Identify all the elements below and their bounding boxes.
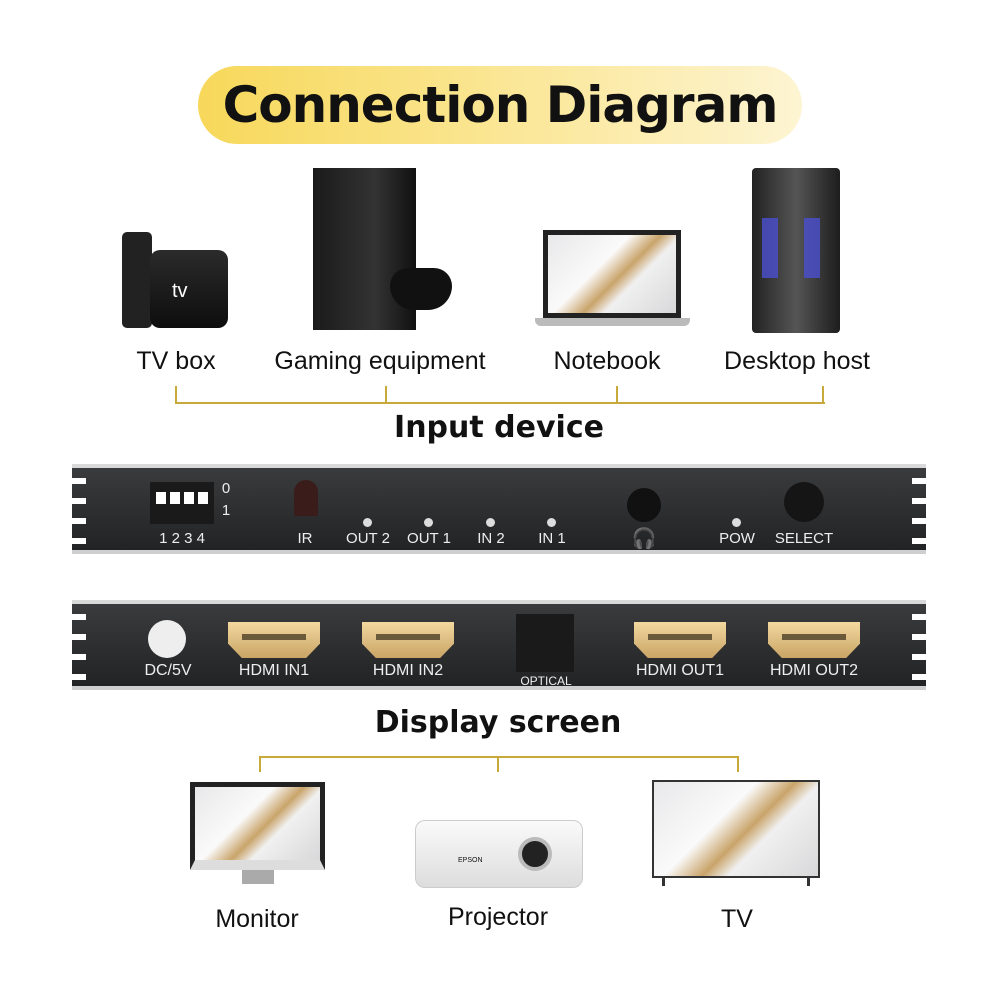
device-label-tv-box: TV box <box>136 347 216 375</box>
output-connector-line <box>259 756 739 758</box>
device-label-projector: Projector <box>447 903 549 931</box>
front-panel: 0 1 1 2 3 4 IR OUT 2 OUT 1 IN 2 IN 1 🎧 P… <box>72 464 926 554</box>
tv-icon <box>652 780 820 888</box>
port-hdmi-out1: HDMI OUT1 <box>636 662 724 679</box>
projector-brand: EPSON <box>458 857 483 864</box>
led-in2: IN 2 <box>477 530 505 547</box>
back-panel: DC/5V HDMI IN1 HDMI IN2 OPTICAL HDMI OUT… <box>72 600 926 690</box>
input-connector-line <box>175 402 825 404</box>
led-out1: OUT 1 <box>407 530 451 547</box>
title-banner <box>198 66 802 144</box>
device-label-notebook: Notebook <box>553 347 661 375</box>
headphone-jack[interactable] <box>627 488 661 522</box>
dip-state-0: 0 <box>221 480 231 497</box>
projector-icon: EPSON <box>415 820 583 888</box>
optical-port <box>516 614 574 672</box>
page-title: Connection Diagram <box>222 76 779 134</box>
port-hdmi-out2: HDMI OUT2 <box>770 662 858 679</box>
dc-power-port <box>148 620 186 658</box>
ir-label: IR <box>297 530 313 547</box>
tv-box-icon: tv <box>122 232 232 332</box>
dip-switch[interactable] <box>150 482 214 524</box>
ir-sensor <box>294 480 318 516</box>
monitor-icon <box>190 782 325 892</box>
input-heading: Input device <box>394 410 604 445</box>
device-label-tv: TV <box>721 905 753 933</box>
desktop-tower-icon <box>752 168 840 333</box>
output-heading: Display screen <box>374 705 622 740</box>
device-label-gaming: Gaming equipment <box>274 347 486 375</box>
port-hdmi-in1: HDMI IN1 <box>238 662 310 679</box>
hdmi-in2-port <box>362 622 454 658</box>
laptop-icon <box>535 230 690 332</box>
dip-numbers: 1 2 3 4 <box>159 530 205 547</box>
game-console-icon <box>310 168 455 333</box>
port-hdmi-in2: HDMI IN2 <box>372 662 444 679</box>
hdmi-out1-port <box>634 622 726 658</box>
pow-label: POW <box>719 530 755 547</box>
tv-box-brand: tv <box>172 280 188 302</box>
port-dc: DC/5V <box>144 662 192 679</box>
hdmi-out2-port <box>768 622 860 658</box>
led-in1: IN 1 <box>538 530 566 547</box>
headphone-icon: 🎧 <box>631 528 657 550</box>
select-button[interactable] <box>784 482 824 522</box>
led-out2: OUT 2 <box>346 530 390 547</box>
device-label-desktop: Desktop host <box>724 347 870 375</box>
dip-state-1: 1 <box>221 502 231 519</box>
device-label-monitor: Monitor <box>215 905 299 933</box>
hdmi-in1-port <box>228 622 320 658</box>
port-optical: OPTICAL <box>520 674 572 688</box>
select-label: SELECT <box>774 530 834 547</box>
